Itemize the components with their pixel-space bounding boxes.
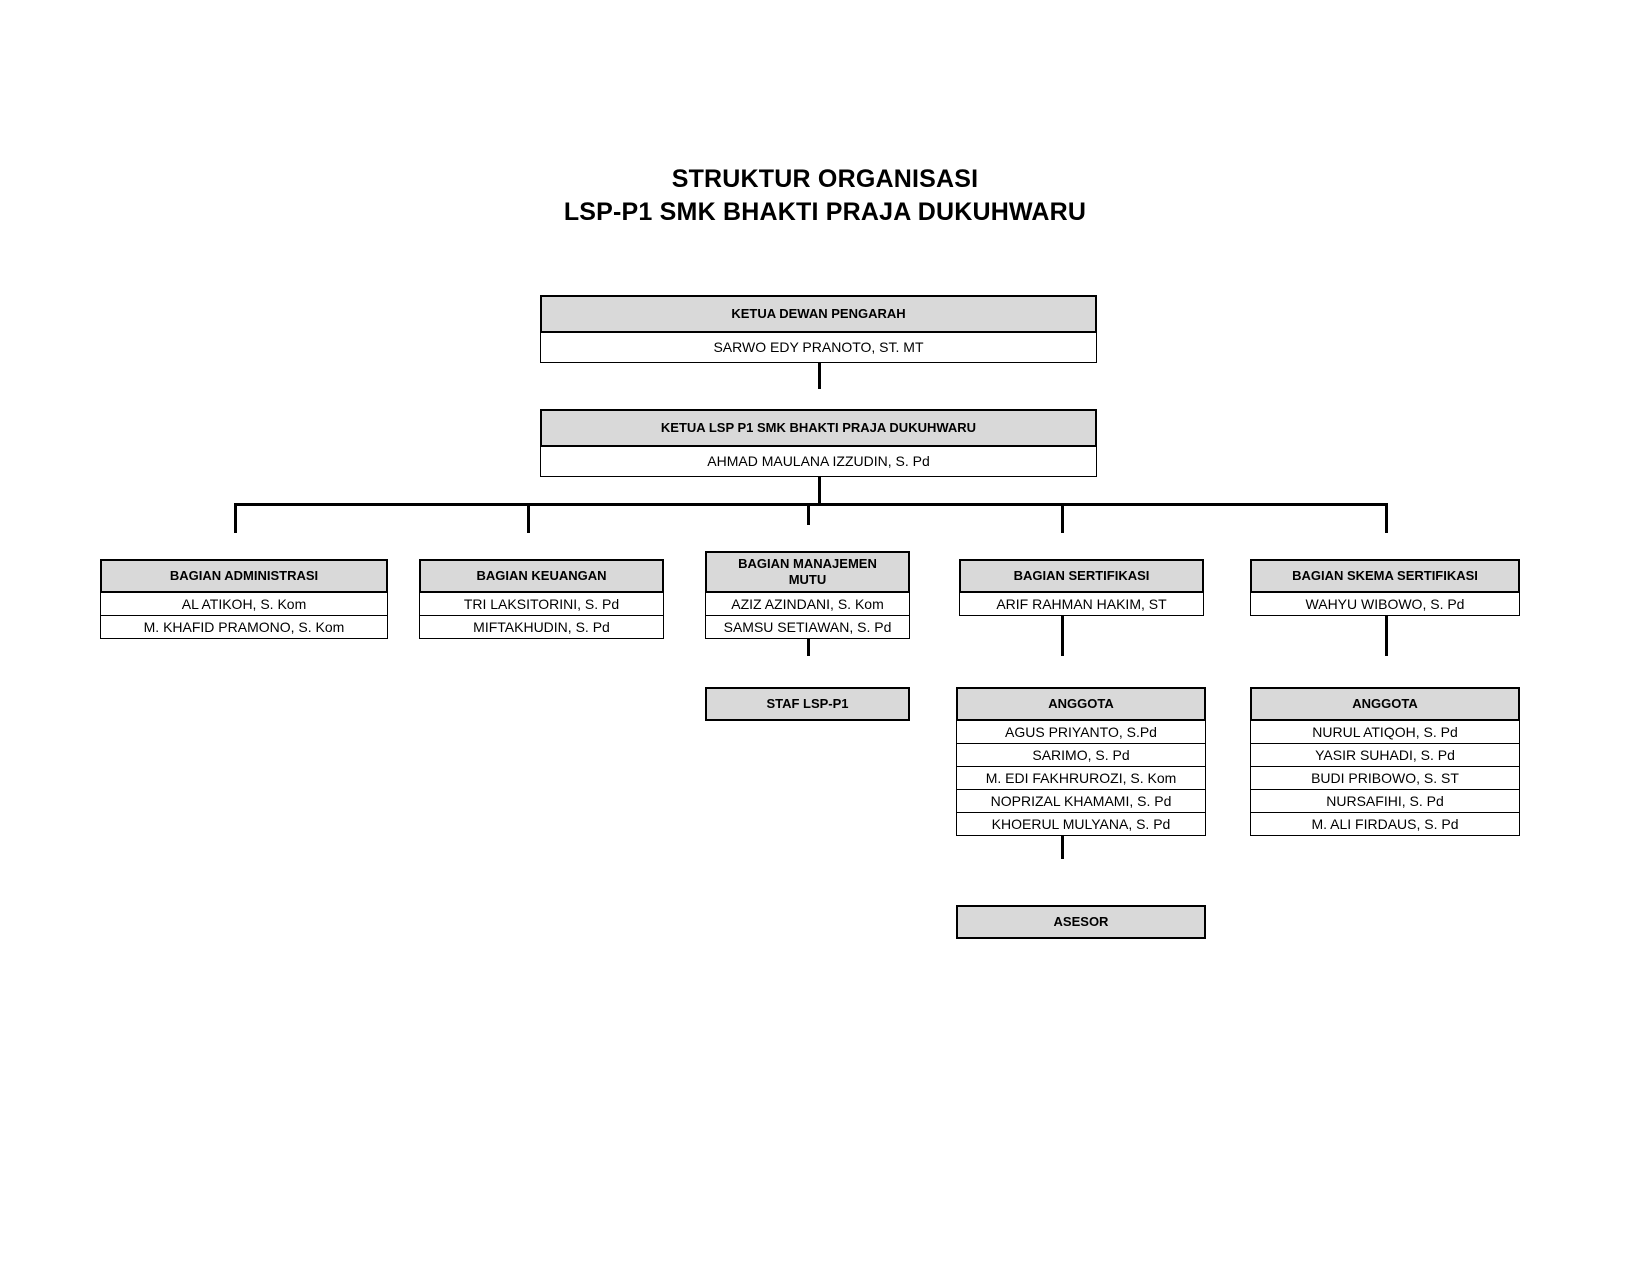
node-header: BAGIAN ADMINISTRASI (100, 559, 388, 593)
node-member: M. KHAFID PRAMONO, S. Kom (100, 616, 388, 639)
node-member: AHMAD MAULANA IZZUDIN, S. Pd (540, 447, 1097, 477)
node-staf-lsp-p1[interactable]: STAF LSP-P1 (705, 687, 910, 721)
title-line-2: LSP-P1 SMK BHAKTI PRAJA DUKUHWARU (563, 198, 1087, 226)
connector-drop-manajemen-mutu (807, 503, 810, 525)
connector-drop-keuangan (527, 503, 530, 533)
connector-drop-administrasi (234, 503, 237, 533)
node-member: MIFTAKHUDIN, S. Pd (419, 616, 664, 639)
node-member: SARIMO, S. Pd (956, 744, 1206, 767)
node-member: AZIZ AZINDANI, S. Kom (705, 593, 910, 616)
connector-sertifikasi-to-anggota (1061, 590, 1064, 656)
node-member: NOPRIZAL KHAMAMI, S. Pd (956, 790, 1206, 813)
node-anggota-sertifikasi[interactable]: ANGGOTA AGUS PRIYANTO, S.Pd SARIMO, S. P… (956, 687, 1206, 836)
node-member: TRI LAKSITORINI, S. Pd (419, 593, 664, 616)
page-title: STRUKTUR ORGANISASI LSP-P1 SMK BHAKTI PR… (0, 163, 1650, 229)
connector-skema-to-anggota (1385, 590, 1388, 656)
connector-department-bus (234, 503, 1386, 506)
node-header: KETUA DEWAN PENGARAH (540, 295, 1097, 333)
node-anggota-skema-sertifikasi[interactable]: ANGGOTA NURUL ATIQOH, S. Pd YASIR SUHADI… (1250, 687, 1520, 836)
node-ketua-dewan-pengarah[interactable]: KETUA DEWAN PENGARAH SARWO EDY PRANOTO, … (540, 295, 1097, 363)
node-member: SAMSU SETIAWAN, S. Pd (705, 616, 910, 639)
node-header-line-2: MUTU (788, 572, 827, 587)
node-header: BAGIAN MANAJEMEN MUTU (705, 551, 910, 593)
node-bagian-administrasi[interactable]: BAGIAN ADMINISTRASI AL ATIKOH, S. Kom M.… (100, 559, 388, 639)
node-member: NURUL ATIQOH, S. Pd (1250, 721, 1520, 744)
node-header: ANGGOTA (956, 687, 1206, 721)
node-member: WAHYU WIBOWO, S. Pd (1250, 593, 1520, 616)
node-asesor[interactable]: ASESOR (956, 905, 1206, 939)
node-bagian-skema-sertifikasi[interactable]: BAGIAN SKEMA SERTIFIKASI WAHYU WIBOWO, S… (1250, 559, 1520, 616)
node-member: SARWO EDY PRANOTO, ST. MT (540, 333, 1097, 363)
title-line-1: STRUKTUR ORGANISASI (671, 165, 979, 193)
node-member: KHOERUL MULYANA, S. Pd (956, 813, 1206, 836)
node-member: AGUS PRIYANTO, S.Pd (956, 721, 1206, 744)
node-header: STAF LSP-P1 (705, 687, 910, 721)
node-member: M. ALI FIRDAUS, S. Pd (1250, 813, 1520, 836)
connector-drop-skema (1385, 503, 1388, 533)
connector-drop-sertifikasi (1061, 503, 1064, 533)
node-member: AL ATIKOH, S. Kom (100, 593, 388, 616)
node-member: ARIF RAHMAN HAKIM, ST (959, 593, 1204, 616)
node-member: M. EDI FAKHRUROZI, S. Kom (956, 767, 1206, 790)
node-header-line-1: BAGIAN MANAJEMEN (738, 556, 877, 571)
connector-ketua-down (818, 470, 821, 504)
node-bagian-manajemen-mutu[interactable]: BAGIAN MANAJEMEN MUTU AZIZ AZINDANI, S. … (705, 551, 910, 639)
node-member: YASIR SUHADI, S. Pd (1250, 744, 1520, 767)
node-header: BAGIAN SKEMA SERTIFIKASI (1250, 559, 1520, 593)
node-header: BAGIAN KEUANGAN (419, 559, 664, 593)
node-member: NURSAFIHI, S. Pd (1250, 790, 1520, 813)
node-member: BUDI PRIBOWO, S. ST (1250, 767, 1520, 790)
node-ketua-lsp-p1[interactable]: KETUA LSP P1 SMK BHAKTI PRAJA DUKUHWARU … (540, 409, 1097, 477)
node-header: BAGIAN SERTIFIKASI (959, 559, 1204, 593)
node-header: KETUA LSP P1 SMK BHAKTI PRAJA DUKUHWARU (540, 409, 1097, 447)
node-header: ASESOR (956, 905, 1206, 939)
connector-pengarah-to-ketua (818, 343, 821, 389)
node-bagian-keuangan[interactable]: BAGIAN KEUANGAN TRI LAKSITORINI, S. Pd M… (419, 559, 664, 639)
node-header: ANGGOTA (1250, 687, 1520, 721)
node-bagian-sertifikasi[interactable]: BAGIAN SERTIFIKASI ARIF RAHMAN HAKIM, ST (959, 559, 1204, 616)
